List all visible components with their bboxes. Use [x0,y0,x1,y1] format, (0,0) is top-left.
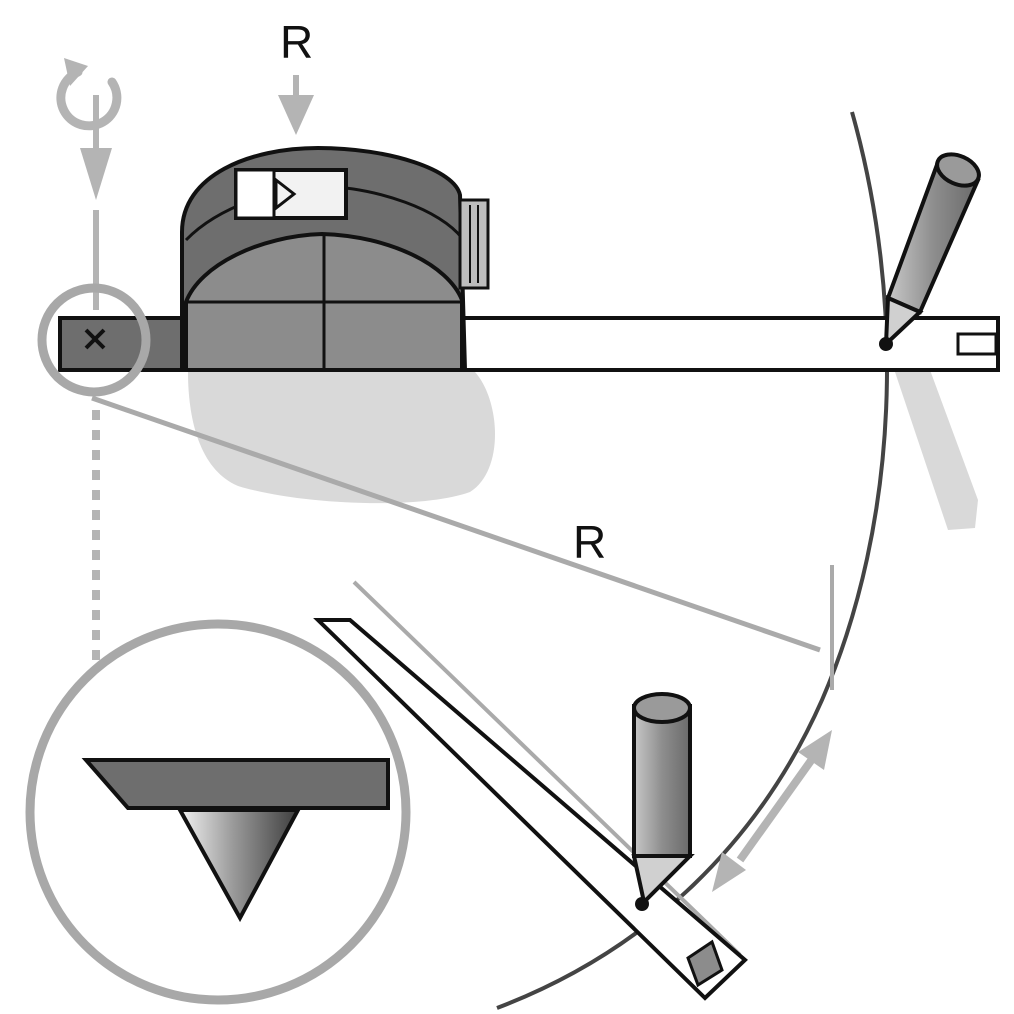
tape-shadow [188,372,495,504]
rotate-arrow-icon [56,58,122,131]
pencil-icon-lower [631,692,695,911]
tape-blade [58,316,1000,372]
pivot-highlight-circle [37,283,151,397]
r-arrow-top [278,75,314,135]
double-arrow-icon [712,730,832,892]
pencil-icon [879,152,981,351]
radius-line [91,395,821,653]
label-r-top: R [280,16,313,68]
pointed-tip-icon [176,808,302,923]
detail-magnifier [25,619,411,1005]
pencil-shadow [895,370,978,530]
pivot-arrow [80,95,112,310]
pivot-cross-icon [84,328,106,350]
label-r-line: R [573,516,606,568]
tape-measure-icon [180,145,490,372]
